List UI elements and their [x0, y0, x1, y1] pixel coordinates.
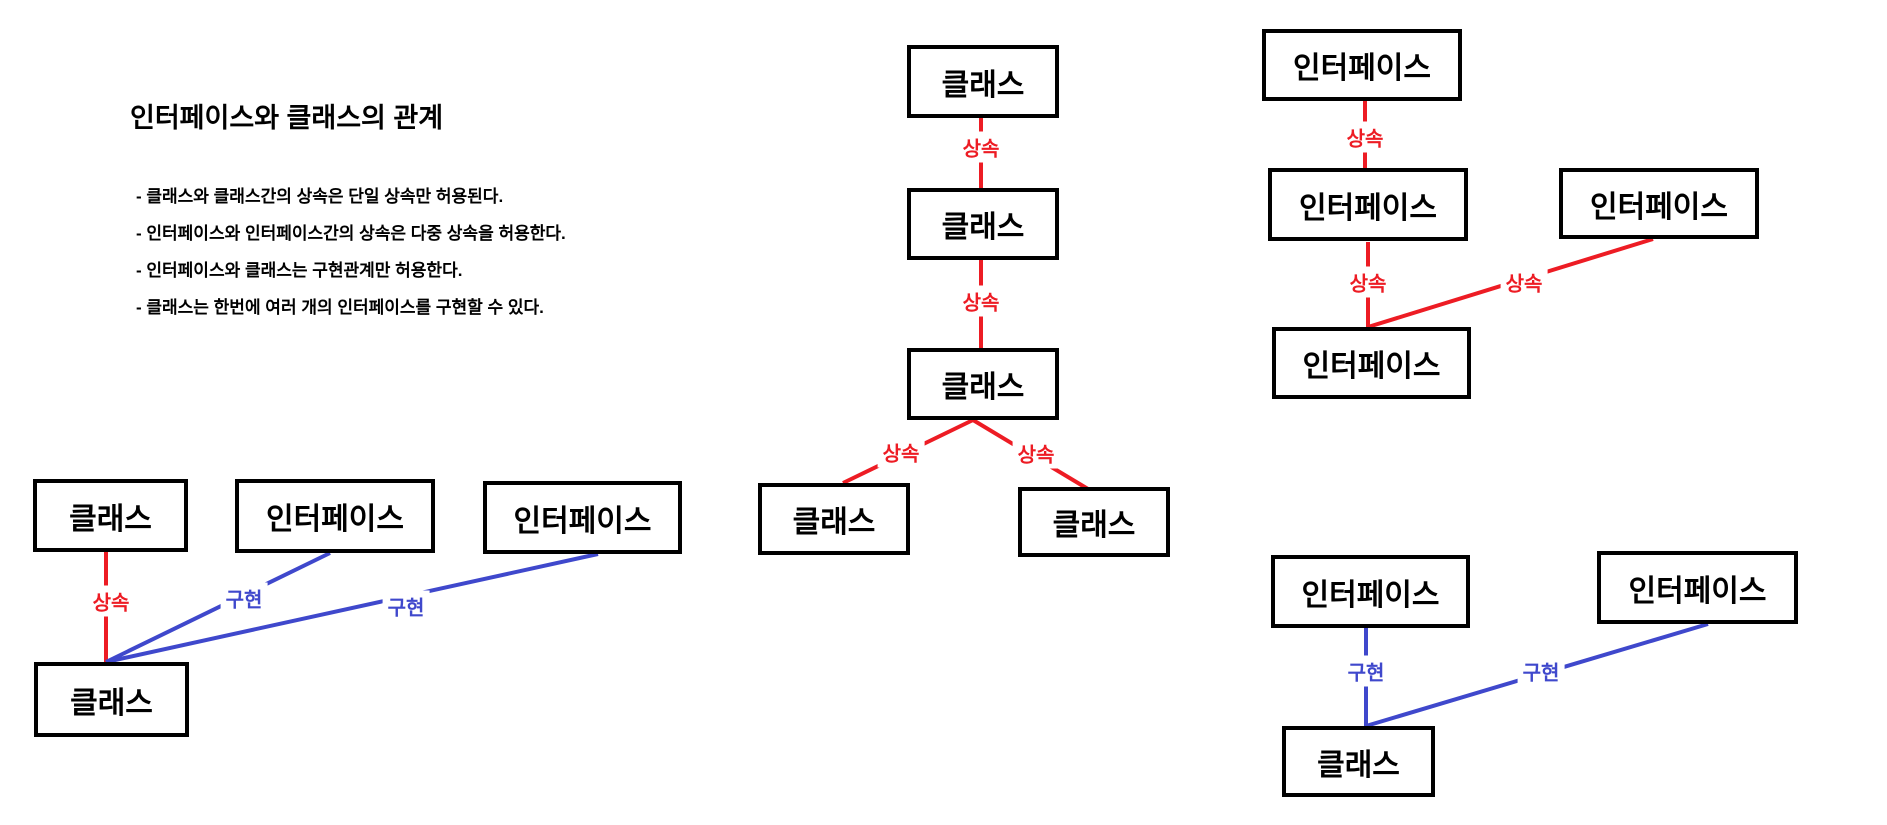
implement-label: 구현 — [220, 582, 268, 614]
implement-edge — [105, 552, 599, 664]
inherit-label: 상속 — [87, 585, 135, 617]
inherit-label: 상속 — [1341, 121, 1389, 153]
class-box: 클래스 — [907, 45, 1059, 118]
inherit-label: 상속 — [1500, 266, 1548, 298]
note-line: - 클래스와 클래스간의 상속은 단일 상속만 허용된다. — [136, 187, 504, 206]
class-box: 클래스 — [1018, 487, 1170, 557]
interface-box: 인터페이스 — [1559, 168, 1759, 239]
inherit-label: 상속 — [957, 285, 1005, 317]
interface-box: 인터페이스 — [1268, 168, 1468, 241]
implement-label: 구현 — [1517, 655, 1565, 687]
class-box: 클래스 — [34, 662, 189, 737]
interface-box: 인터페이스 — [1597, 551, 1798, 624]
implement-edge — [105, 551, 331, 664]
interface-box: 인터페이스 — [1272, 327, 1471, 399]
inherit-label: 상속 — [1012, 437, 1060, 469]
implement-label: 구현 — [382, 590, 430, 622]
interface-box: 인터페이스 — [483, 481, 682, 554]
note-line: - 인터페이스와 인터페이스간의 상속은 다중 상속을 허용한다. — [136, 224, 566, 243]
inherit-label: 상속 — [1344, 266, 1392, 298]
page-title: 인터페이스와 클래스의 관계 — [130, 103, 444, 133]
interface-box: 인터페이스 — [235, 479, 435, 553]
interface-box: 인터페이스 — [1262, 29, 1462, 101]
class-box: 클래스 — [907, 188, 1059, 260]
note-line: - 클래스는 한번에 여러 개의 인터페이스를 구현할 수 있다. — [136, 298, 544, 317]
note-line: - 인터페이스와 클래스는 구현관계만 허용한다. — [136, 261, 463, 280]
interface-box: 인터페이스 — [1271, 555, 1470, 628]
class-box: 클래스 — [758, 483, 910, 555]
class-box: 클래스 — [907, 348, 1059, 420]
inherit-label: 상속 — [957, 131, 1005, 163]
implement-label: 구현 — [1342, 655, 1390, 687]
notes-block: - 클래스와 클래스간의 상속은 단일 상속만 허용된다. - 인터페이스와 인… — [136, 178, 566, 326]
class-box: 클래스 — [33, 479, 188, 552]
inherit-label: 상속 — [877, 436, 925, 468]
class-box: 클래스 — [1282, 726, 1435, 797]
